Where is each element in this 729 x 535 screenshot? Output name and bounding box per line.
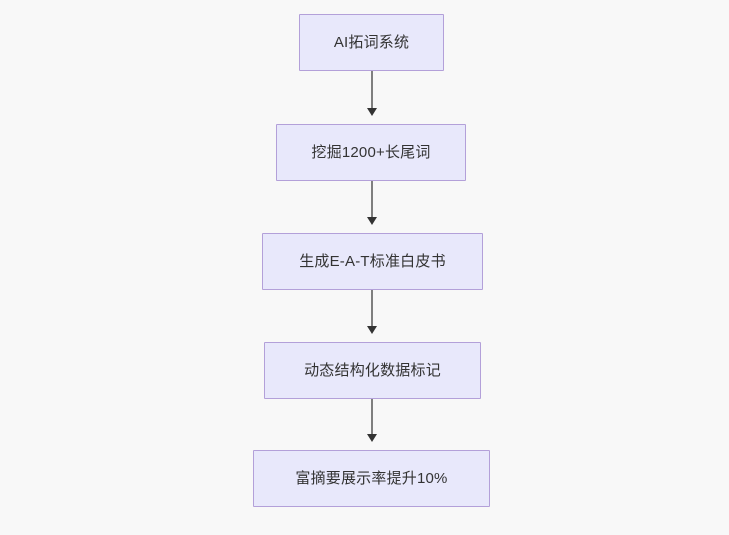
- flow-node-label: 动态结构化数据标记: [304, 361, 441, 379]
- flow-node-ai-keyword-system[interactable]: AI拓词系统: [299, 14, 444, 71]
- edge-line: [371, 399, 373, 434]
- flow-node-generate-eat-whitepaper[interactable]: 生成E-A-T标准白皮书: [262, 233, 483, 290]
- arrowhead-icon: [367, 326, 377, 334]
- flow-node-label: AI拓词系统: [333, 33, 410, 51]
- arrowhead-icon: [367, 108, 377, 116]
- flow-node-label: 生成E-A-T标准白皮书: [299, 252, 446, 270]
- edge-line: [371, 290, 373, 326]
- arrowhead-icon: [367, 434, 377, 442]
- edge-line: [371, 71, 373, 108]
- flow-node-mine-longtail-keywords[interactable]: 挖掘1200+长尾词: [276, 124, 466, 181]
- flow-node-rich-snippet-impression-lift[interactable]: 富摘要展示率提升10%: [253, 450, 490, 507]
- flow-node-label: 富摘要展示率提升10%: [295, 469, 448, 487]
- arrowhead-icon: [367, 217, 377, 225]
- edge-line: [371, 181, 373, 217]
- flow-node-dynamic-structured-data-markup[interactable]: 动态结构化数据标记: [264, 342, 481, 399]
- flow-node-label: 挖掘1200+长尾词: [311, 143, 431, 161]
